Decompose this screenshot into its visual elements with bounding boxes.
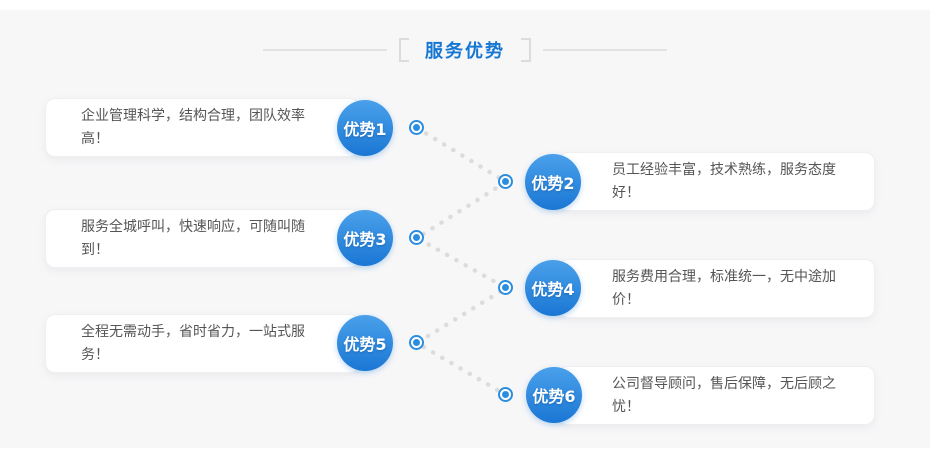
- advantage-badge-6: 优势6: [526, 367, 582, 423]
- advantage-badge-label-4: 优势4: [531, 280, 575, 299]
- connector-dot-core-5: [413, 339, 420, 346]
- connector-dot-core-6: [502, 391, 509, 398]
- advantage-card-6: 公司督导顾问，售后保障，无后顾之忧！: [558, 366, 875, 425]
- connector-dot-5: [409, 335, 424, 350]
- section-title: 服务优势: [425, 41, 505, 62]
- connector-dot-2: [498, 174, 513, 189]
- advantage-text-3: 服务全城呼叫，快速响应，可随叫随到！: [81, 218, 305, 258]
- header-bracket-right-icon: [521, 38, 531, 62]
- advantage-badge-label-6: 优势6: [532, 387, 576, 406]
- advantage-badge-label-2: 优势2: [531, 174, 575, 193]
- connector-dot-3: [409, 230, 424, 245]
- service-advantages-section: 服务优势 企业管理科学，结构合理，团队效率高！ 优势1 员工经验丰富，技术熟练，…: [0, 10, 930, 448]
- advantage-text-2: 员工经验丰富，技术熟练，服务态度好！: [612, 161, 836, 201]
- advantage-card-5: 全程无需动手，省时省力，一站式服务！: [45, 314, 360, 373]
- advantage-card-2: 员工经验丰富，技术熟练，服务态度好！: [558, 152, 875, 211]
- advantage-text-6: 公司督导顾问，售后保障，无后顾之忧！: [612, 375, 836, 415]
- advantage-badge-label-5: 优势5: [343, 335, 387, 354]
- header-line-left: [263, 49, 387, 51]
- advantage-badge-2: 优势2: [525, 154, 581, 210]
- connector-dot-6: [498, 387, 513, 402]
- advantage-card-1: 企业管理科学，结构合理，团队效率高！: [45, 98, 360, 157]
- advantage-badge-5: 优势5: [337, 315, 393, 371]
- advantage-text-5: 全程无需动手，省时省力，一站式服务！: [81, 323, 305, 363]
- advantage-badge-label-1: 优势1: [343, 120, 387, 139]
- advantage-badge-label-3: 优势3: [343, 230, 387, 249]
- advantage-text-4: 服务费用合理，标准统一，无中途加价！: [612, 268, 836, 308]
- advantage-card-3: 服务全城呼叫，快速响应，可随叫随到！: [45, 209, 360, 268]
- connector-dot-4: [498, 280, 513, 295]
- header-bracket-left-icon: [399, 38, 409, 62]
- connector-dot-core-4: [502, 284, 509, 291]
- section-header: 服务优势: [0, 37, 930, 63]
- advantage-card-4: 服务费用合理，标准统一，无中途加价！: [558, 259, 875, 318]
- connector-dot-core-1: [413, 124, 420, 131]
- advantage-badge-3: 优势3: [337, 210, 393, 266]
- header-line-right: [543, 49, 667, 51]
- connector-dot-core-2: [502, 178, 509, 185]
- connector-dot-core-3: [413, 234, 420, 241]
- advantage-text-1: 企业管理科学，结构合理，团队效率高！: [81, 107, 305, 147]
- advantage-badge-1: 优势1: [337, 100, 393, 156]
- advantage-badge-4: 优势4: [525, 260, 581, 316]
- connector-dot-1: [409, 120, 424, 135]
